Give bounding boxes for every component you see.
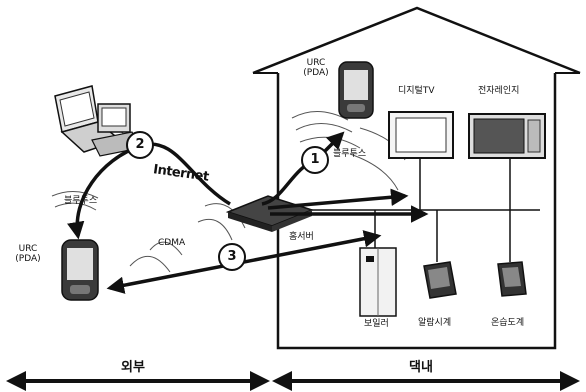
pda-label-line2: (PDA) bbox=[8, 254, 48, 264]
thermo-hygrometer-icon bbox=[498, 262, 526, 296]
outside-region-label: 외부 bbox=[121, 356, 145, 375]
microwave-label: 전자레인지 bbox=[478, 86, 519, 96]
pda-outside-icon bbox=[62, 240, 98, 300]
bluetooth-home-label: 블루투스 bbox=[333, 149, 366, 159]
pda-label-line2: (PDA) bbox=[296, 68, 336, 78]
urc-label-line1: URC bbox=[8, 244, 48, 254]
urc-label-line1: URC bbox=[296, 58, 336, 68]
microwave-icon bbox=[469, 114, 545, 158]
cdma-label: CDMA bbox=[158, 238, 185, 248]
digital-tv-label: 디지털TV bbox=[398, 86, 435, 96]
step-badge-2: 2 bbox=[126, 131, 154, 159]
inside-region-label: 댁내 bbox=[409, 356, 433, 375]
bluetooth-outside-label: 블루투스 bbox=[64, 196, 97, 206]
thermometer-label: 온습도계 bbox=[491, 318, 524, 328]
urc-pda-home-label: URC (PDA) bbox=[296, 58, 336, 78]
digital-tv-icon bbox=[389, 112, 453, 158]
boiler-label: 보일러 bbox=[364, 319, 389, 329]
pda-home-icon bbox=[339, 62, 373, 118]
alarm-clock-label: 알람시계 bbox=[418, 318, 451, 328]
home-wiring bbox=[300, 158, 540, 262]
alarm-clock-icon bbox=[424, 262, 456, 298]
home-server-label: 홈서버 bbox=[289, 232, 314, 242]
step-badge-3: 3 bbox=[218, 243, 246, 271]
urc-pda-outside-label: URC (PDA) bbox=[8, 244, 48, 264]
step-badge-1: 1 bbox=[301, 146, 329, 174]
boiler-icon bbox=[360, 248, 396, 316]
